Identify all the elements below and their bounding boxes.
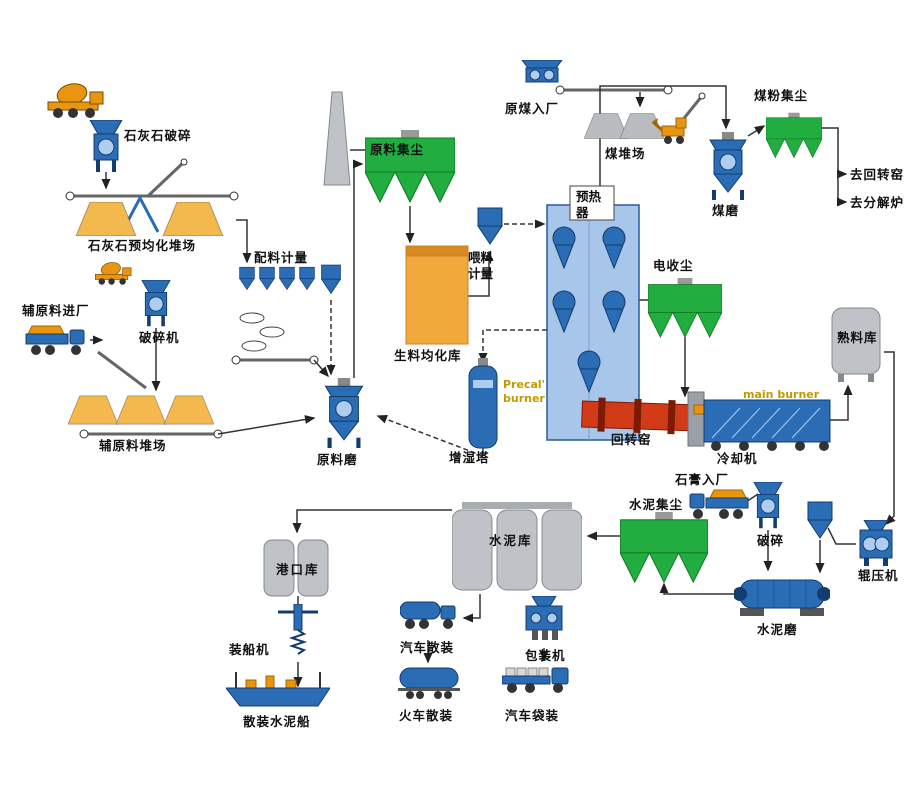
label-to-rotary-kiln: 去回转窑: [850, 167, 905, 182]
surge-bin-icon: [807, 501, 833, 539]
label-precal-burner: Precal' burner: [503, 378, 546, 405]
aux-stockpile-icon: [68, 395, 118, 425]
label-main-burner: main burner: [743, 388, 820, 401]
label-limestone-preblending-yard: 石灰石预均化堆场: [88, 238, 197, 253]
label-raw-coal-entry: 原煤入厂: [505, 101, 560, 116]
label-crusher: 破碎机: [139, 330, 180, 345]
label-cement-mill: 水泥磨: [757, 622, 798, 637]
coal-feeder-icon: [521, 60, 563, 83]
conveyor-rollers: [65, 85, 706, 439]
cement-dust-collector-icon: [620, 512, 708, 583]
batching-bin-icon: [259, 266, 275, 290]
gypsum-truck-icon: [689, 489, 749, 520]
gypsum-crusher-icon: [753, 482, 783, 529]
label-coal-yard: 煤堆场: [605, 146, 646, 161]
feed-bin-icon: [477, 207, 503, 245]
label-limestone-crushing: 石灰石破碎: [124, 128, 192, 143]
raw-mill-dust-collector-icon: [365, 130, 455, 203]
label-preheater: 预热器: [576, 189, 602, 220]
coal-mill-icon: [709, 132, 747, 200]
bag-truck-icon: [502, 667, 569, 694]
aux-crusher-icon: [141, 280, 171, 327]
label-aux-material-entry: 辅原料进厂: [22, 303, 90, 318]
batching-bin-icon: [239, 266, 255, 290]
label-packing-machine: 包装机: [525, 648, 566, 663]
label-rotary-kiln: 回转窑: [611, 432, 652, 447]
batching-bin-icon: [279, 266, 295, 290]
packing-machine-icon: [525, 596, 563, 641]
label-ship-loader: 装船机: [229, 642, 270, 657]
label-aux-material-yard: 辅原料堆场: [99, 438, 167, 453]
cement-mill-icon: [734, 579, 830, 617]
ship-loader-icon: [278, 604, 318, 656]
limestone-stockpile-icon: [162, 202, 224, 236]
grate-cooler-icon: [703, 399, 831, 451]
preheater-tower-icon: [546, 185, 640, 441]
label-coal-dust-collector: 煤粉集尘: [754, 88, 809, 103]
train-car-icon: [398, 667, 460, 700]
label-coal-mill: 煤磨: [712, 203, 740, 218]
label-raw-mill: 原料磨: [317, 452, 358, 467]
esp-icon: [648, 278, 722, 338]
label-gypsum-entry: 石膏入厂: [675, 472, 730, 487]
cement-ship-icon: [226, 671, 330, 707]
mixer-truck-icon: [47, 80, 104, 119]
batching-bin-icon: [321, 264, 341, 294]
label-esp: 电收尘: [653, 258, 694, 273]
label-cooler: 冷却机: [717, 451, 758, 466]
tanker-truck-icon: [400, 601, 456, 630]
rotary-kiln-icon: [581, 397, 695, 435]
mixer-truck-icon: [94, 260, 132, 286]
label-raw-material-dust-collector: 原料集尘: [370, 142, 425, 157]
label-truck-bulk: 汽车散装: [400, 640, 455, 655]
label-crushing: 破碎: [757, 533, 785, 548]
aux-stockpile-icon: [164, 395, 214, 425]
label-truck-bagged: 汽车袋装: [505, 708, 560, 723]
port-silo-icon: [263, 539, 329, 597]
label-cement-silo: 水泥库: [489, 533, 533, 548]
label-clinker-silo: 熟料库: [837, 330, 878, 345]
label-batching-metering: 配料计量: [254, 250, 309, 265]
limestone-crusher-icon: [89, 120, 123, 173]
raw-meal-silo-icon: [405, 245, 469, 345]
label-train-bulk: 火车散装: [399, 708, 454, 723]
chimney-icon: [323, 91, 351, 186]
raw-mill-icon: [324, 378, 364, 448]
label-cement-dust-collector: 水泥集尘: [629, 497, 684, 512]
coal-dust-collector-icon: [766, 112, 822, 158]
dump-truck-icon: [25, 325, 85, 356]
flow-lines: [90, 85, 896, 688]
humidifying-tower-icon: [468, 358, 498, 449]
flow-lines-dashed: [326, 219, 547, 458]
label-roller-press: 辊压机: [858, 568, 899, 583]
weigh-feeder-icons: [239, 312, 285, 352]
limestone-stockpile-icon: [75, 202, 137, 236]
roller-press-icon: [859, 520, 893, 566]
label-port-silo: 港口库: [276, 562, 320, 577]
label-to-calciner: 去分解炉: [850, 195, 905, 210]
label-bulk-cement-ship: 散装水泥船: [243, 714, 311, 729]
label-feed-metering: 喂料计量: [468, 250, 494, 281]
label-raw-meal-silo: 生料均化库: [394, 348, 462, 363]
label-humidifying-tower: 增湿塔: [449, 450, 490, 465]
kiln-hood-icon: [687, 391, 711, 447]
aux-stockpile-icon: [116, 395, 166, 425]
batching-bin-icon: [299, 266, 315, 290]
